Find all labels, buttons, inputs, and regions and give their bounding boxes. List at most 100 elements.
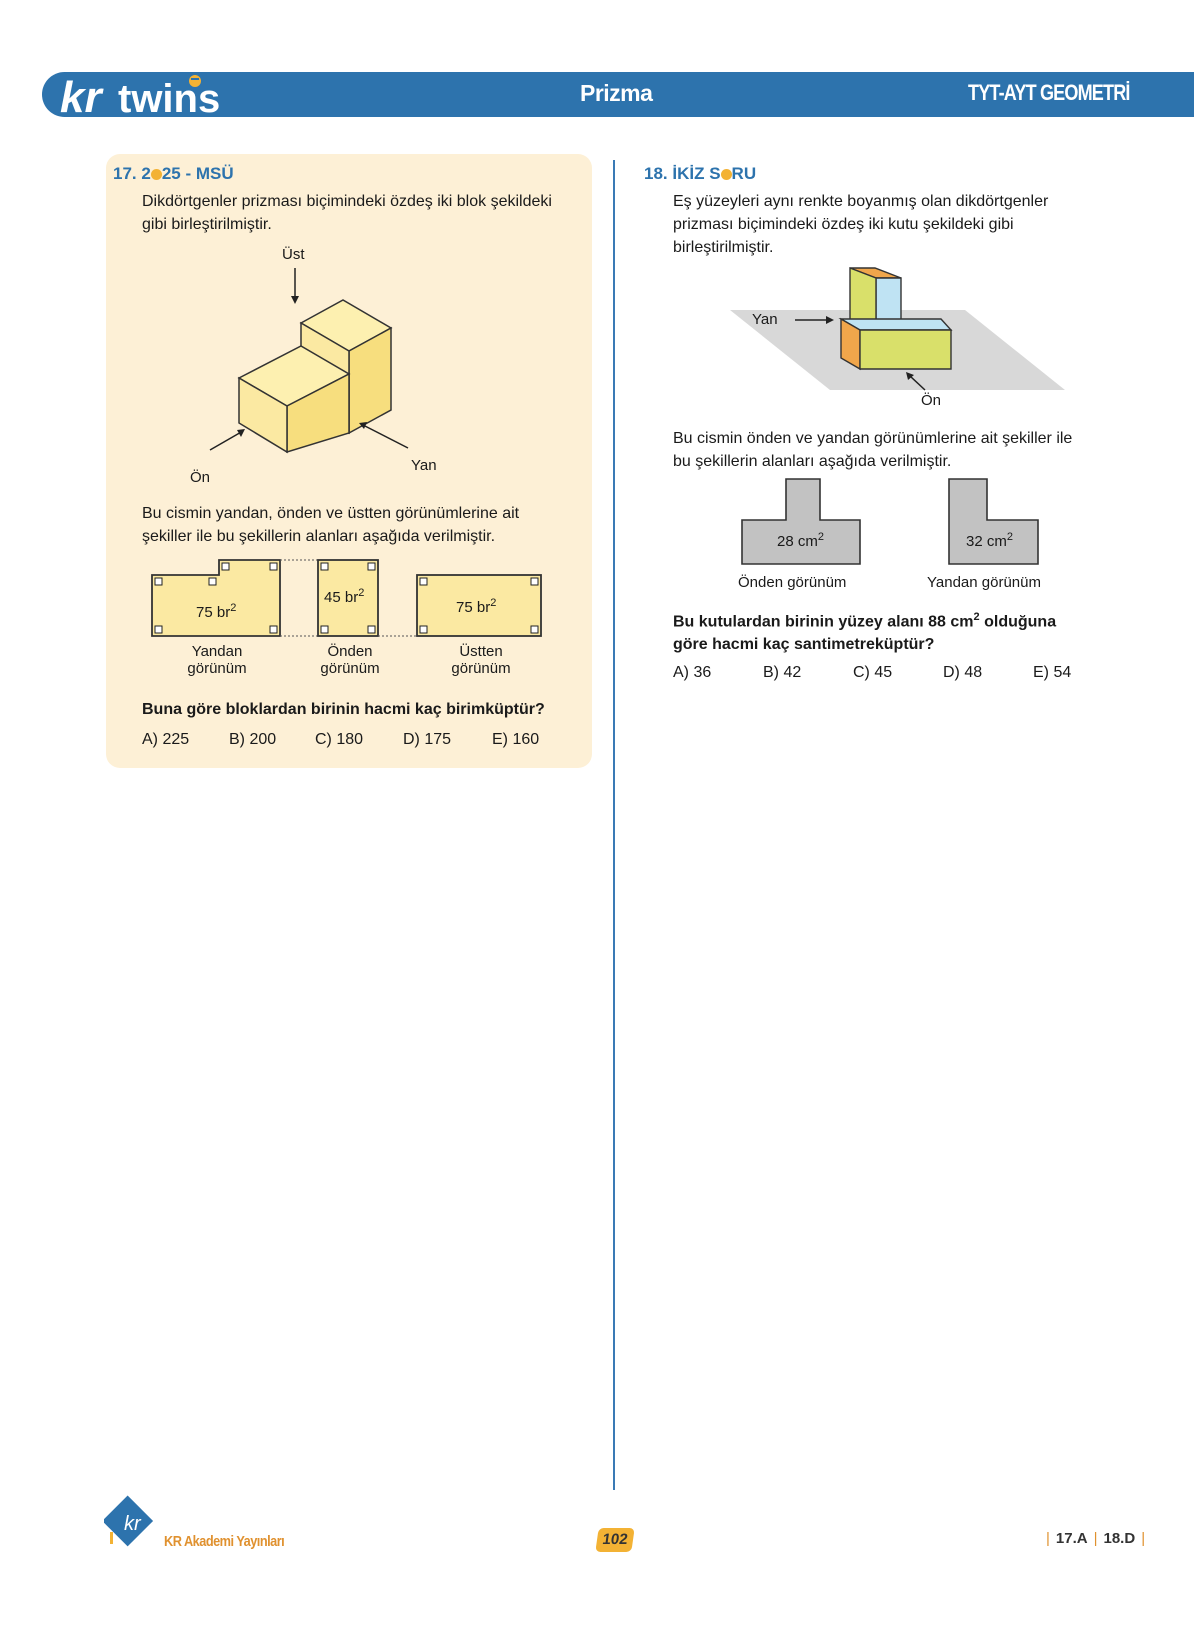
vertical-box-front — [849, 266, 877, 321]
q18-number-text: 18. — [644, 164, 668, 183]
q18-views-figure — [741, 478, 1039, 565]
top-view-shape — [416, 574, 542, 637]
side-view-caption: Yandan görünüm — [172, 643, 262, 677]
side-view-area: 75 br2 — [196, 602, 236, 621]
q17-label-side: Yan — [411, 457, 437, 474]
q17-text-line1: Dikdörtgenler prizması biçimindeki özdeş… — [142, 193, 552, 210]
q18-choice-d[interactable]: D) 48 — [943, 664, 983, 681]
orange-o-icon — [150, 169, 162, 180]
q17-text2-line1: Bu cismin yandan, önden ve üstten görünü… — [142, 505, 520, 522]
q17-label-front: Ön — [190, 469, 211, 486]
front-view-shape — [317, 559, 379, 637]
page-number: 102 — [595, 1528, 635, 1552]
q18-label-side: Yan — [752, 311, 778, 328]
front-view-area-exp: 2 — [358, 587, 365, 599]
q17-blocks-figure — [209, 268, 409, 454]
q18-front-area-exp: 2 — [817, 531, 824, 543]
svg-text:kr: kr — [124, 1513, 142, 1535]
q18-side-area: 32 cm2 — [966, 531, 1013, 550]
kr-twins-logo: kr twins — [60, 66, 250, 124]
subject-title: TYT-AYT GEOMETRİ — [968, 80, 1130, 105]
vertical-box-side — [875, 277, 902, 321]
q17-text-line2: gibi birleştirilmiştir. — [142, 216, 272, 233]
answer-separator: | — [1046, 1530, 1050, 1547]
q18-text2-line1: Bu cismin önden ve yandan görünümlerine … — [673, 430, 1073, 447]
q18-text2-line2: bu şekillerin alanları aşağıda verilmişt… — [673, 453, 952, 470]
q17-label-top: Üst — [282, 246, 305, 263]
q18-question-line1: Bu kutulardan birinin yüzey alanı 88 cm2… — [673, 606, 1056, 633]
q18-side-area-value: 32 cm — [966, 533, 1007, 550]
q18-choice-b[interactable]: B) 42 — [763, 664, 802, 681]
kr-akademi-logo: kr — [104, 1495, 154, 1547]
question-17-number: 17. 2 25 - MSÜ — [113, 164, 234, 184]
q18-question-part1: Bu kutulardan birinin yüzey alanı 88 cm — [673, 613, 974, 631]
q17-year-prefix: 2 — [141, 164, 151, 183]
top-view-caption: Üstten görünüm — [436, 643, 526, 677]
side-view-caption-line2: görünüm — [187, 660, 247, 677]
q18-question-exp: 2 — [973, 611, 980, 623]
side-view-shape — [151, 559, 281, 637]
front-view-area: 45 br2 — [324, 587, 364, 606]
column-divider — [613, 160, 615, 1490]
front-view-caption: Önden görünüm — [305, 643, 395, 677]
answer-18: 18.D — [1103, 1530, 1136, 1547]
low-block-left — [238, 376, 288, 454]
right-angle-markers — [154, 562, 539, 634]
q17-question: Buna göre bloklardan birinin hacmi kaç b… — [142, 701, 545, 718]
q17-text: Dikdörtgenler prizması biçimindeki özdeş… — [142, 190, 552, 236]
q17-number-text: 17. — [113, 164, 137, 183]
q18-question-part2: olduğuna — [979, 613, 1057, 631]
q18-text: Eş yüzeyleri aynı renkte boyanmış olan d… — [673, 190, 1048, 259]
side-view-area-exp: 2 — [230, 602, 237, 614]
q18-label-front: Ön — [921, 392, 942, 409]
q18-front-area: 28 cm2 — [777, 531, 824, 550]
page-title: Prizma — [580, 80, 653, 106]
q18-front-caption: Önden görünüm — [738, 574, 847, 591]
q17-choice-c[interactable]: C) 180 — [315, 731, 364, 748]
top-view-area-value: 75 br — [456, 599, 491, 616]
top-view-caption-line2: görünüm — [451, 660, 511, 677]
front-view-area-value: 45 br — [324, 589, 359, 606]
q18-text2: Bu cismin önden ve yandan görünümlerine … — [673, 427, 1072, 473]
header-band — [42, 72, 1194, 117]
q18-choice-c[interactable]: C) 45 — [853, 664, 893, 681]
orange-o-icon — [720, 169, 732, 180]
q18-front-area-value: 28 cm — [777, 533, 818, 550]
q17-choice-d[interactable]: D) 175 — [403, 731, 452, 748]
q18-choice-a[interactable]: A) 36 — [673, 664, 712, 681]
q18-title-part1: İKİZ S — [672, 164, 721, 183]
question-17-panel — [106, 154, 592, 768]
q18-text-line2: prizması biçimindeki özdeş iki kutu şeki… — [673, 216, 1014, 233]
top-view-caption-line1: Üstten — [459, 643, 503, 660]
front-view-caption-line1: Önden — [327, 643, 373, 660]
logo-twins: twins — [118, 77, 220, 121]
q18-question: Bu kutulardan birinin yüzey alanı 88 cm2… — [673, 606, 1056, 656]
publisher-name: KR Akademi Yayınları — [164, 1533, 285, 1550]
q17-text2-line2: şekiller ile bu şekillerin alanları aşağ… — [142, 528, 496, 545]
horizontal-box-front — [859, 329, 952, 370]
side-view-caption-line1: Yandan — [191, 643, 243, 660]
q17-choice-a[interactable]: A) 225 — [142, 731, 190, 748]
front-view-caption-line2: görünüm — [320, 660, 380, 677]
top-view-area: 75 br2 — [456, 597, 496, 616]
answer-separator: | — [1093, 1530, 1098, 1547]
q18-choice-e[interactable]: E) 54 — [1033, 664, 1072, 681]
top-view-area-exp: 2 — [490, 597, 497, 609]
q18-boxes-figure — [730, 266, 1065, 391]
q17-year-suffix: 25 - MSÜ — [161, 164, 234, 183]
logo-kr: kr — [60, 73, 104, 122]
side-view-area-value: 75 br — [196, 604, 231, 621]
q18-side-area-exp: 2 — [1006, 531, 1013, 543]
q18-title-part2: RU — [731, 164, 757, 183]
front-view-t-shape — [741, 478, 861, 565]
q18-side-caption: Yandan görünüm — [927, 574, 1041, 591]
answer-17: 17.A — [1055, 1530, 1088, 1547]
q17-choice-e[interactable]: E) 160 — [492, 731, 540, 748]
q18-text-line3: birleştirilmiştir. — [673, 239, 774, 256]
q17-views-figure — [151, 559, 542, 637]
answer-separator: | — [1141, 1530, 1146, 1547]
q17-text2: Bu cismin yandan, önden ve üstten görünü… — [142, 502, 519, 548]
q18-text-line1: Eş yüzeyleri aynı renkte boyanmış olan d… — [673, 193, 1049, 210]
answer-key: | 17.A | 18.D | — [1040, 1530, 1151, 1547]
q17-choice-b[interactable]: B) 200 — [229, 731, 277, 748]
